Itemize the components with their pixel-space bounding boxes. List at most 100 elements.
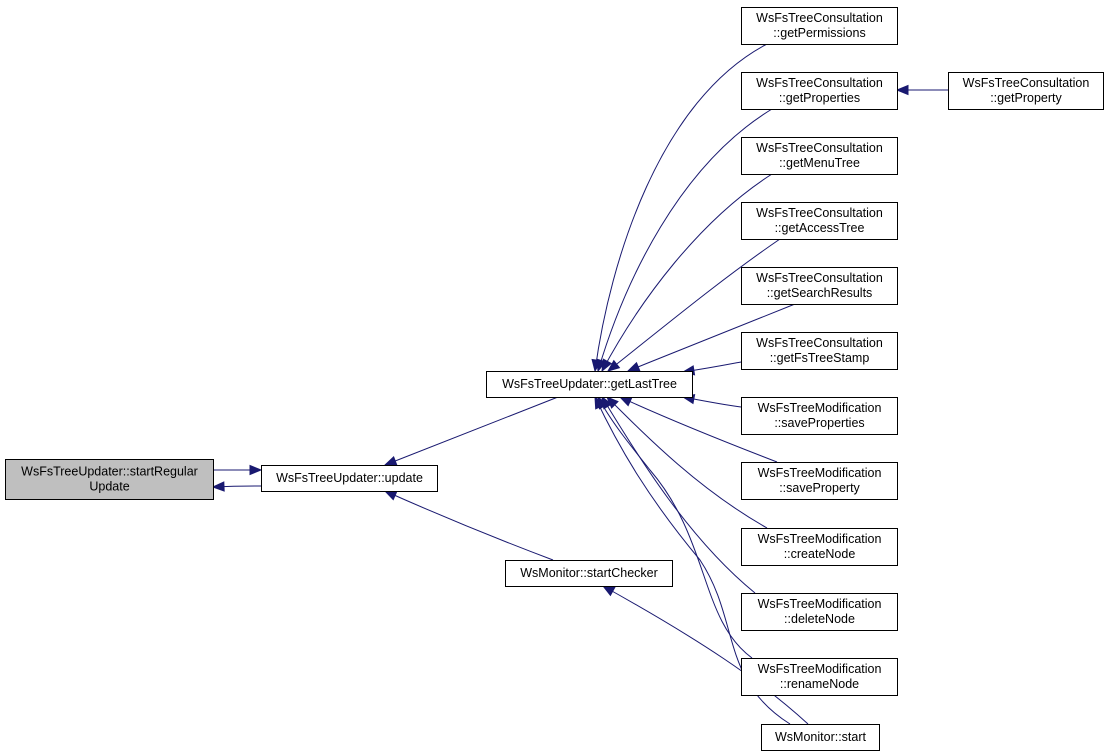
node-label-line: ::getMenuTree: [779, 156, 860, 170]
node-label-line: ::deleteNode: [784, 612, 855, 626]
node-box: [741, 72, 898, 110]
node-label-line: WsFsTreeConsultation: [756, 206, 883, 220]
node-getPermissions[interactable]: WsFsTreeConsultation::getPermissions: [741, 7, 898, 45]
node-label-line: ::createNode: [784, 547, 856, 561]
edge-getMenuTree-to-getLastTree: [601, 173, 773, 373]
node-update[interactable]: WsFsTreeUpdater::update: [261, 465, 438, 492]
edge-getSearchResults-to-getLastTree: [626, 303, 796, 372]
node-label-line: Update: [89, 480, 129, 494]
node-label-line: WsFsTreeUpdater::getLastTree: [502, 377, 677, 391]
node-label-line: WsFsTreeModification: [758, 597, 882, 611]
node-label-line: ::getAccessTree: [775, 221, 865, 235]
edge-getAccessTree-to-getLastTree: [606, 238, 781, 372]
node-label-line: WsFsTreeConsultation: [756, 271, 883, 285]
edge-line: [601, 173, 773, 372]
edge-line: [619, 396, 778, 463]
edge-startChecker-to-update: [383, 490, 554, 561]
edge-line: [606, 396, 768, 529]
edge-line: [384, 490, 554, 561]
node-box: [741, 397, 898, 435]
edge-getLastTree-to-update: [383, 396, 559, 466]
node-getProperty[interactable]: WsFsTreeConsultation::getProperty: [948, 72, 1104, 110]
nodes-layer: WsFsTreeUpdater::startRegularUpdateWsFsT…: [5, 7, 1104, 751]
edge-renameNode-to-getLastTree: [597, 395, 753, 659]
edge-update-to-startRegularUpdate: [211, 481, 262, 492]
edge-arrowhead: [601, 358, 613, 373]
node-getLastTree[interactable]: WsFsTreeUpdater::getLastTree: [486, 371, 693, 398]
edge-arrowhead: [618, 396, 633, 407]
node-box: [741, 332, 898, 370]
edge-line: [627, 303, 796, 372]
edge-line: [607, 238, 781, 372]
node-createNode[interactable]: WsFsTreeModification::createNode: [741, 528, 898, 566]
edge-line: [594, 43, 768, 372]
node-saveProperties[interactable]: WsFsTreeModification::saveProperties: [741, 397, 898, 435]
node-box: [741, 658, 898, 696]
node-label-line: ::saveProperty: [779, 481, 860, 495]
node-box: [741, 267, 898, 305]
edge-startRegularUpdate-to-update: [213, 464, 263, 476]
node-label-line: WsFsTreeConsultation: [756, 336, 883, 350]
node-saveProperty[interactable]: WsFsTreeModification::saveProperty: [741, 462, 898, 500]
node-label-line: WsFsTreeModification: [758, 401, 882, 415]
node-label-line: WsFsTreeModification: [758, 662, 882, 676]
node-getSearchResults[interactable]: WsFsTreeConsultation::getSearchResults: [741, 267, 898, 305]
node-getMenuTree[interactable]: WsFsTreeConsultation::getMenuTree: [741, 137, 898, 175]
edge-getPermissions-to-getLastTree: [591, 43, 768, 373]
node-box: [261, 465, 438, 492]
node-label-line: ::getProperties: [779, 91, 860, 105]
edge-arrowhead: [606, 359, 621, 372]
node-renameNode[interactable]: WsFsTreeModification::renameNode: [741, 658, 898, 696]
node-getFsTreeStamp[interactable]: WsFsTreeConsultation::getFsTreeStamp: [741, 332, 898, 370]
node-label-line: WsFsTreeModification: [758, 466, 882, 480]
edge-line: [602, 585, 809, 725]
edge-arrowhead: [626, 361, 641, 372]
node-box: [505, 560, 673, 587]
node-label-line: WsFsTreeConsultation: [756, 76, 883, 90]
edge-arrowhead: [601, 585, 616, 597]
node-label-line: ::getProperty: [990, 91, 1062, 105]
edge-arrowhead: [249, 464, 263, 476]
node-label-line: WsFsTreeConsultation: [756, 11, 883, 25]
edge-saveProperty-to-getLastTree: [618, 396, 778, 463]
edge-arrowhead: [383, 455, 398, 466]
node-box: [741, 137, 898, 175]
node-label-line: WsFsTreeConsultation: [963, 76, 1090, 90]
node-box: [761, 724, 880, 751]
edge-arrowhead: [383, 490, 398, 501]
node-label-line: ::saveProperties: [774, 416, 864, 430]
node-start[interactable]: WsMonitor::start: [761, 724, 880, 751]
node-getAccessTree[interactable]: WsFsTreeConsultation::getAccessTree: [741, 202, 898, 240]
node-label-line: ::getPermissions: [773, 26, 865, 40]
edge-line: [597, 108, 773, 372]
edge-getProperty-to-getProperties: [895, 84, 948, 96]
node-getProperties[interactable]: WsFsTreeConsultation::getProperties: [741, 72, 898, 110]
node-box: [741, 462, 898, 500]
edge-arrowhead: [895, 84, 909, 96]
node-box: [741, 528, 898, 566]
node-label-line: ::getSearchResults: [767, 286, 873, 300]
edge-line: [601, 396, 756, 594]
node-label-line: WsMonitor::start: [775, 730, 867, 744]
node-label-line: WsFsTreeUpdater::update: [276, 471, 423, 485]
node-label-line: WsFsTreeModification: [758, 532, 882, 546]
node-box: [741, 593, 898, 631]
node-label-line: ::renameNode: [780, 677, 859, 691]
node-box: [948, 72, 1104, 110]
node-label-line: WsFsTreeConsultation: [756, 141, 883, 155]
node-startChecker[interactable]: WsMonitor::startChecker: [505, 560, 673, 587]
node-label-line: ::getFsTreeStamp: [770, 351, 870, 365]
edge-arrowhead: [594, 395, 605, 410]
node-label-line: WsMonitor::startChecker: [520, 566, 658, 580]
edge-arrowhead: [211, 481, 225, 492]
node-box: [486, 371, 693, 398]
node-deleteNode[interactable]: WsFsTreeModification::deleteNode: [741, 593, 898, 631]
node-box: [5, 459, 214, 500]
edge-line: [597, 396, 753, 659]
node-box: [741, 7, 898, 45]
edge-line: [384, 396, 559, 466]
node-box: [741, 202, 898, 240]
node-label-line: WsFsTreeUpdater::startRegular: [21, 465, 198, 479]
